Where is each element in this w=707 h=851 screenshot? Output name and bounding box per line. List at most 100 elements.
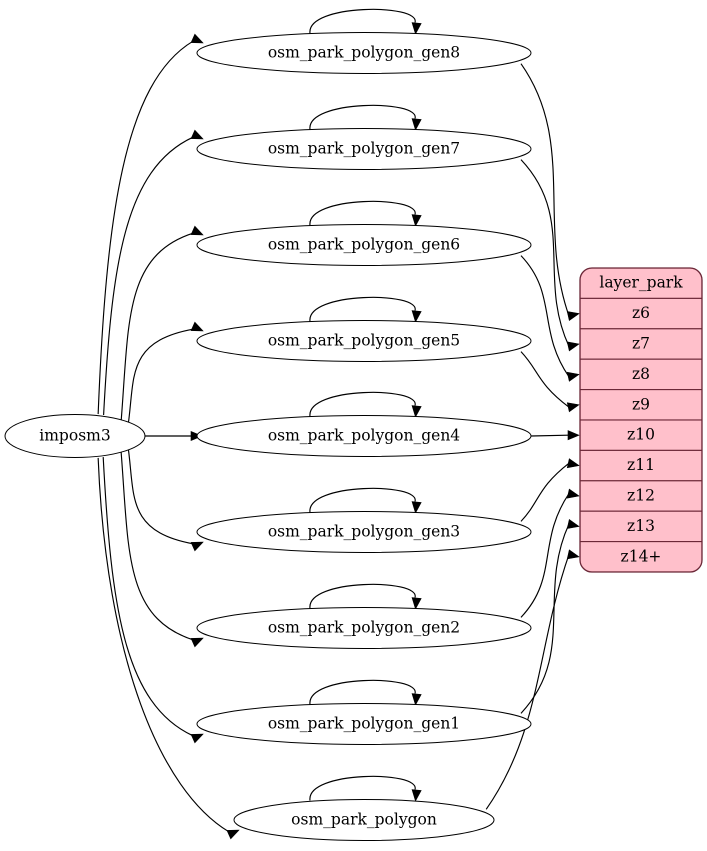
table-row-z6[interactable]: z6: [580, 297, 702, 330]
table-cell-label-z11: z11: [627, 456, 655, 474]
edge-arrowhead: [567, 430, 580, 441]
edge-arrowhead: [226, 829, 240, 840]
self-loop-curve: [309, 296, 416, 322]
edge-curve: [520, 159, 570, 347]
node-shape-imposm3[interactable]: [4, 414, 146, 458]
node-shape-gen7[interactable]: [196, 128, 532, 170]
table-header-row[interactable]: layer_park: [580, 268, 702, 299]
edge-gen8-to-z6: [520, 63, 580, 321]
edge-curve: [120, 232, 194, 423]
edges-layer: [97, 8, 580, 840]
edge-imposm3-to-gen3: [126, 442, 204, 552]
edge-imposm3-to-base: [97, 457, 240, 840]
table-cell-label-z9: z9: [632, 395, 650, 413]
node-gen6[interactable]: osm_park_polygon_gen6: [196, 224, 532, 266]
edge-arrowhead: [566, 341, 580, 352]
node-label-imposm3: imposm3: [39, 427, 110, 445]
nodes-layer: imposm3 osm_park_polygon_gen8 osm_park_pol…: [4, 32, 532, 841]
edge-gen1-to-z13: [520, 519, 580, 714]
table-cell-label-z7: z7: [632, 335, 650, 353]
table-row-z12[interactable]: z12: [580, 480, 702, 512]
edge-curve: [120, 449, 194, 641]
node-shape-base[interactable]: [233, 799, 495, 841]
edge-imposm3-to-gen4: [145, 430, 203, 442]
edge-imposm3-to-gen1: [102, 457, 204, 744]
self-loop-curve: [309, 775, 416, 801]
node-shape-gen8[interactable]: [196, 32, 532, 74]
node-label-gen4: osm_park_polygon_gen4: [268, 427, 460, 445]
node-label-gen5: osm_park_polygon_gen5: [268, 332, 460, 350]
edge-gen4-to-z10: [530, 430, 580, 441]
edge-imposm3-to-gen8: [97, 33, 204, 415]
table-cell-label-z13: z13: [627, 517, 655, 535]
table-cell-label-z10: z10: [627, 426, 655, 444]
edge-curve: [520, 63, 570, 317]
edge-arrowhead: [190, 225, 204, 236]
node-gen1[interactable]: osm_park_polygon_gen1: [196, 703, 532, 745]
node-gen8[interactable]: osm_park_polygon_gen8: [196, 32, 532, 74]
self-loop-curve: [309, 583, 416, 609]
edge-arrowhead: [566, 519, 580, 529]
edge-gen2-to-z12: [520, 488, 580, 618]
node-gen4[interactable]: osm_park_polygon_gen4: [196, 415, 532, 457]
table-row-z10[interactable]: z10: [580, 419, 702, 451]
table-row-z7[interactable]: z7: [580, 328, 702, 360]
edge-base-to-z14+: [485, 549, 580, 810]
self-loop-curve: [309, 8, 416, 34]
edge-arrowhead: [190, 33, 204, 44]
edge-imposm3-to-gen6: [120, 225, 204, 423]
table-row-z9[interactable]: z9: [580, 389, 702, 421]
edge-curve: [126, 328, 194, 430]
table-cell-z11[interactable]: [580, 449, 702, 482]
node-shape-gen2[interactable]: [196, 607, 532, 649]
table-cell-label-z6: z6: [632, 304, 650, 322]
node-imposm3[interactable]: imposm3: [4, 414, 146, 458]
edge-curve: [520, 351, 570, 408]
table-header-label: layer_park: [599, 274, 683, 292]
self-loop-gen8: [309, 8, 422, 35]
edge-gen3-to-z11: [520, 458, 580, 522]
self-loop-gen1: [309, 679, 422, 706]
edge-curve: [97, 457, 230, 833]
node-gen7[interactable]: osm_park_polygon_gen7: [196, 128, 532, 170]
node-gen2[interactable]: osm_park_polygon_gen2: [196, 607, 532, 649]
self-loop-arrowhead: [411, 597, 422, 610]
node-shape-gen1[interactable]: [196, 703, 532, 745]
table-row-z13[interactable]: z13: [580, 510, 702, 543]
table-row-z14+[interactable]: z14+: [580, 541, 702, 572]
node-shape-gen5[interactable]: [196, 320, 532, 362]
edge-arrowhead: [566, 549, 580, 560]
self-loop-arrowhead: [411, 405, 422, 418]
table-row-z8[interactable]: z8: [580, 358, 702, 391]
self-loop-arrowhead: [411, 789, 422, 802]
table-cell-z8[interactable]: [580, 358, 702, 391]
edge-curve: [103, 136, 194, 416]
self-loop-curve: [309, 104, 416, 130]
self-loop-curve: [309, 487, 416, 513]
self-loop-arrowhead: [411, 214, 422, 227]
self-loop-arrowhead: [411, 310, 422, 323]
edge-imposm3-to-gen5: [126, 321, 204, 430]
edge-curve: [520, 493, 570, 618]
node-label-gen3: osm_park_polygon_gen3: [268, 523, 460, 541]
node-shape-gen4[interactable]: [196, 415, 532, 457]
node-shape-gen3[interactable]: [196, 511, 532, 553]
edge-curve: [97, 40, 194, 415]
self-loop-curve: [309, 391, 416, 417]
layer-park-table: layer_park z6 z7 z8 z9 z10 z11 z12 z13 z14+: [579, 267, 703, 573]
edge-curve: [520, 462, 570, 522]
table-row-z11[interactable]: z11: [580, 449, 702, 482]
layer-park-rows: layer_park z6 z7 z8 z9 z10 z11 z12 z13 z14+: [580, 268, 702, 572]
node-shape-gen6[interactable]: [196, 224, 532, 266]
edge-gen5-to-z9: [520, 351, 580, 413]
self-loop-arrowhead: [411, 693, 422, 706]
node-base[interactable]: osm_park_polygon: [233, 799, 495, 841]
node-gen3[interactable]: osm_park_polygon_gen3: [196, 511, 532, 553]
edge-gen7-to-z7: [520, 159, 580, 352]
edge-imposm3-to-gen2: [120, 449, 204, 648]
node-gen5[interactable]: osm_park_polygon_gen5: [196, 320, 532, 362]
table-cell-z9[interactable]: [580, 389, 702, 421]
self-loop-gen6: [309, 200, 422, 227]
edge-arrowhead: [190, 541, 204, 552]
edge-curve: [520, 255, 570, 378]
